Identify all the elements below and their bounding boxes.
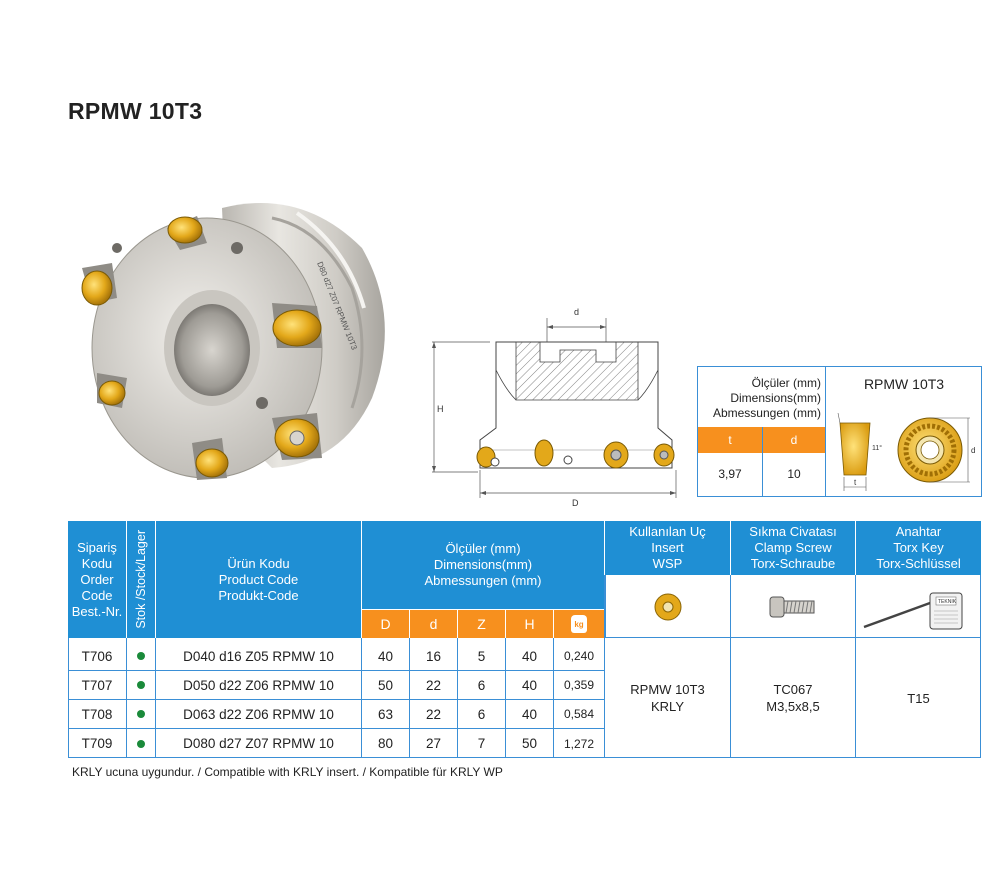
insert-val-t: 3,97: [718, 467, 742, 481]
row-2-Z: 6: [458, 671, 505, 700]
dim-D-label: D: [572, 498, 579, 508]
header-clamp-screw: Sıkma Civatası Clamp Screw Torx-Schraube: [731, 521, 855, 575]
footnote: KRLY ucuna uygundur. / Compatible with K…: [72, 765, 503, 779]
insert-dimensions-box: Ölçüler (mm) Dimensions(mm) Abmessungen …: [697, 366, 982, 497]
row-1-code: T706: [68, 642, 126, 671]
row-4-weight: 1,272: [563, 736, 595, 751]
insert-image: [654, 593, 682, 621]
row-3-Z: 6: [458, 700, 505, 729]
insert-sketch-t-label: t: [854, 478, 857, 487]
header-torx-key: Anahtar Torx Key Torx-Schlüssel: [856, 521, 981, 575]
dim-d-label: d: [574, 307, 579, 317]
row-4-d: 27: [425, 736, 442, 751]
insert-col-t: t: [698, 427, 762, 453]
technical-drawing: d H D: [432, 307, 677, 508]
dim-H-label: H: [437, 404, 444, 414]
header-product-code: Ürün Kodu Product Code Produkt-Code: [156, 521, 361, 638]
row-4-Z: 7: [477, 736, 486, 751]
header-col-D: D: [362, 610, 409, 638]
insert-val-d: 10: [787, 467, 801, 481]
stock-dot-icon: [137, 739, 145, 748]
row-4-stock: [127, 729, 155, 758]
row-1-H: 40: [506, 642, 553, 671]
accessory-key: T15: [907, 690, 930, 706]
row-1-d: 16: [410, 642, 457, 671]
row-4-product: D080 d27 Z07 RPMW 10: [183, 736, 334, 751]
accessory-screw: TC067 M3,5x8,5: [766, 682, 820, 714]
row-2-code: T707: [68, 671, 126, 700]
insert-type-title: RPMW 10T3: [863, 376, 945, 392]
header-order-code: Sipariş Kodu Order Code Best.-Nr.: [68, 521, 126, 638]
insert-dimensions-heading: Ölçüler (mm) Dimensions(mm) Abmessungen …: [712, 376, 821, 420]
header-insert: Kullanılan Uç Insert WSP: [605, 521, 730, 575]
row-2-weight: 0,359: [554, 671, 604, 700]
stock-dot-icon: [137, 652, 145, 660]
row-4-H: 50: [521, 736, 538, 751]
row-2-product: D050 d22 Z06 RPMW 10: [156, 671, 361, 700]
key-brand-label: TEKNIK: [938, 599, 957, 605]
row-3-H: 40: [506, 700, 553, 729]
row-1-D: 40: [362, 642, 409, 671]
header-stock: Stok /Stock/Lager: [127, 521, 155, 638]
insert-dimensions-table: Ölçüler (mm) Dimensions(mm) Abmessungen …: [698, 367, 826, 496]
row-3-D: 63: [362, 700, 409, 729]
row-4-D: 80: [377, 736, 394, 751]
row-3-code: T708: [68, 700, 126, 729]
row-3-weight: 0,584: [554, 700, 604, 729]
header-col-d: d: [410, 610, 457, 638]
row-3-stock: [127, 700, 155, 729]
stock-dot-icon: [137, 681, 145, 689]
weight-icon: kg: [571, 615, 587, 633]
row-2-H: 40: [506, 671, 553, 700]
clamp-screw-image: [769, 596, 815, 618]
row-1-stock: [127, 642, 155, 671]
insert-col-d: d: [763, 427, 825, 453]
page-title: RPMW 10T3: [68, 98, 203, 124]
row-1-weight: 0,240: [554, 642, 604, 671]
row-3-d: 22: [410, 700, 457, 729]
row-1-product: D040 d16 Z05 RPMW 10: [156, 642, 361, 671]
row-2-D: 50: [362, 671, 409, 700]
stock-dot-icon: [137, 710, 145, 718]
product-table: Sipariş Kodu Order Code Best.-Nr. Stok /…: [68, 521, 981, 758]
header-col-H: H: [506, 610, 553, 638]
torx-key-image: TEKNIK: [863, 592, 963, 630]
row-2-stock: [127, 671, 155, 700]
header-dimensions: Ölçüler (mm) Dimensions(mm) Abmessungen …: [362, 521, 604, 609]
row-2-d: 22: [410, 671, 457, 700]
insert-angle-label: 11°: [872, 444, 882, 452]
milling-cutter-image: D80 d27 Z07 RPMW 10T3: [81, 203, 385, 480]
row-4-code: T709: [81, 736, 113, 751]
header-col-Z: Z: [458, 610, 505, 638]
header-col-weight: kg: [554, 610, 604, 638]
insert-sketch-d-label: d: [971, 446, 975, 455]
row-3-product: D063 d22 Z06 RPMW 10: [156, 700, 361, 729]
insert-sketch: t 11° d: [837, 412, 975, 491]
accessory-insert: RPMW 10T3 KRLY: [630, 682, 705, 714]
row-1-Z: 5: [458, 642, 505, 671]
